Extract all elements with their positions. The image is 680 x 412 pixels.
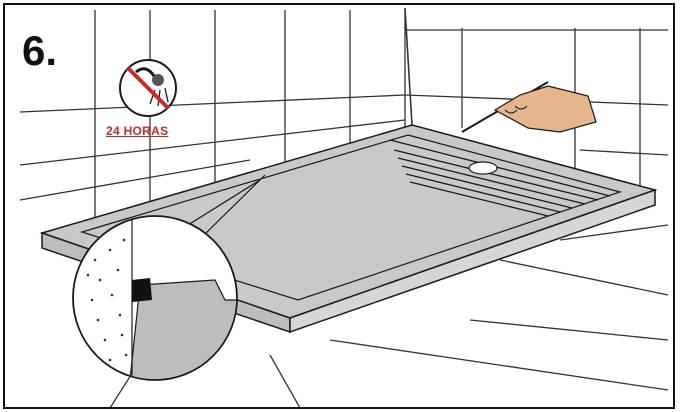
step-number: 6. — [22, 30, 57, 72]
illustration-frame — [3, 3, 675, 409]
wait-duration-label: 24 HORAS — [106, 124, 168, 138]
